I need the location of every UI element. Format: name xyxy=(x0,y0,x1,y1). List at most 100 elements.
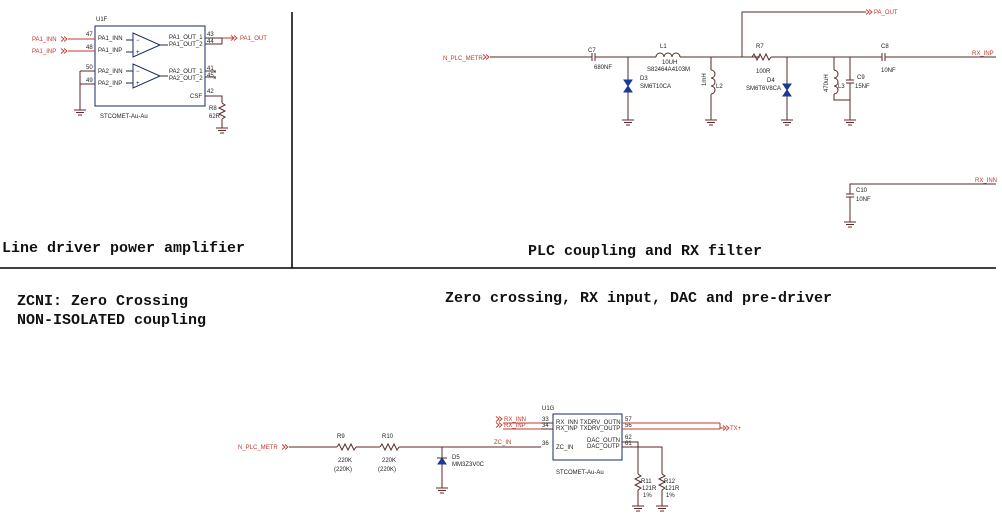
u1f-part: STCOMET-Au-Au xyxy=(100,114,148,120)
r11-ref: R11 xyxy=(641,479,652,485)
r12-tol: 1% xyxy=(666,493,675,499)
r7-resistor xyxy=(751,52,772,62)
u1g-pin-56: 56 xyxy=(625,423,632,429)
pin-num-50: 50 xyxy=(86,65,93,71)
l2-value: 1mH xyxy=(702,73,708,86)
net-rx-inn-2: RX_INN xyxy=(504,417,526,423)
r9-value: 220K xyxy=(338,458,352,464)
net-pa1-inp: PA1_INP xyxy=(32,49,56,55)
pin-num-49: 49 xyxy=(86,78,93,84)
d5-value: MM3Z3V0C xyxy=(452,462,485,468)
opamp-2-symbol xyxy=(132,63,162,89)
opamp-1-minus: − xyxy=(136,38,140,44)
u1g-pin-name-txdrv-outp: TXDRV_OUTP xyxy=(580,426,620,432)
nc-mark-2: × xyxy=(213,76,217,82)
pin-num-45: 45 xyxy=(207,73,214,79)
l1-value: 10UH xyxy=(662,60,677,66)
r10-ref: R10 xyxy=(382,434,394,440)
pin-num-47: 47 xyxy=(86,32,93,38)
d5-zener xyxy=(437,457,447,465)
d4-diode xyxy=(782,83,792,97)
pin-pa1-inp: PA1_INP xyxy=(98,48,122,54)
pin-csf: CSF xyxy=(190,94,202,100)
pin-pa2-inp: PA2_INP xyxy=(98,81,122,87)
r12-resistor xyxy=(657,473,667,491)
u1f-block: U1F STCOMET-Au-Au − + − + PA1_INN PA1_IN… xyxy=(32,17,267,134)
l2-inductor xyxy=(710,69,716,95)
u1g-pin-34: 34 xyxy=(542,423,549,429)
c7-value: 680NF xyxy=(594,65,612,71)
c9-value: 15NF xyxy=(855,84,870,90)
l1-part: S82464A4103M xyxy=(647,67,690,73)
net-pa-out: PA_OUT xyxy=(874,10,898,16)
pin-pa1-out2: PA1_OUT_2 xyxy=(169,42,203,48)
r12-ref: R12 xyxy=(664,479,676,485)
net-rx-inp-2: RX_INP xyxy=(504,423,526,429)
title-zcni: ZCNI: Zero Crossing xyxy=(17,293,188,310)
u1g-pin-57: 57 xyxy=(625,417,632,423)
opamp-2-minus: − xyxy=(136,69,140,75)
pin-num-48: 48 xyxy=(86,45,93,51)
d4-ref: D4 xyxy=(767,78,775,84)
d3-ref: D3 xyxy=(640,76,648,82)
r10-value: 220K xyxy=(382,458,396,464)
u1g-ref: U1G xyxy=(542,406,555,412)
pin-pa2-inn: PA2_INN xyxy=(98,69,123,75)
r9-value2: (220K) xyxy=(334,467,352,473)
u1g-pin-name-rx-inp: RX_INP xyxy=(556,426,578,432)
d4-value: SM6T6V8CA xyxy=(746,86,781,92)
pin-pa2-out1: PA2_OUT_1 xyxy=(169,69,203,75)
r9-ref: R9 xyxy=(337,434,345,440)
opamp-1-plus: + xyxy=(136,50,140,56)
net-rx-inn: RX_INN xyxy=(975,178,997,184)
c8-value: 10NF xyxy=(881,68,896,74)
r8-value: 62R xyxy=(209,114,221,120)
u1g-pin-61: 61 xyxy=(625,441,632,447)
u1g-part: STCOMET-Au-Au xyxy=(556,470,604,476)
d5-ref: D5 xyxy=(452,455,460,461)
title-line-driver: Line driver power amplifier xyxy=(2,240,245,257)
r11-value: 121R xyxy=(642,486,657,492)
d3-value: SM6T10CA xyxy=(640,84,671,90)
l2-ref: L2 xyxy=(716,84,723,90)
r7-ref: R7 xyxy=(756,44,764,50)
c9-ref: C9 xyxy=(857,75,865,81)
r9-resistor xyxy=(336,442,357,452)
pin-num-41: 41 xyxy=(207,66,214,72)
title-zcni-sub: NON-ISOLATED coupling xyxy=(17,312,206,329)
pin-num-42: 42 xyxy=(207,89,214,95)
r8-resistor xyxy=(217,102,227,120)
pin-pa2-out2: PA2_OUT_2 xyxy=(169,76,203,82)
u1g-pin-33: 33 xyxy=(542,417,549,423)
pin-num-44: 44 xyxy=(207,39,214,45)
title-zc-rx-dac: Zero crossing, RX input, DAC and pre-dri… xyxy=(445,290,832,307)
u1g-pin-62: 62 xyxy=(625,435,632,441)
opamp-2-plus: + xyxy=(136,81,140,87)
u1g-pin-name-dac-outn: DAC_OUTN xyxy=(587,438,620,444)
nc-mark-1: × xyxy=(213,70,217,76)
net-zc-in: ZC_IN xyxy=(494,440,511,446)
net-pa1-inn: PA1_INN xyxy=(32,37,57,43)
pin-num-43: 43 xyxy=(207,32,214,38)
u1g-pin-name-dac-outp: DAC_OUTP xyxy=(587,444,620,450)
title-plc-coupling: PLC coupling and RX filter xyxy=(528,243,762,260)
d3-diode xyxy=(623,79,633,93)
zero-crossing-block: N_PLC_METR R9 220K (220K) R10 220K (220K… xyxy=(238,406,742,512)
u1f-ref: U1F xyxy=(96,17,108,23)
u1g-pin-name-zc-in: ZC_IN xyxy=(556,445,573,451)
r8-ref: R8 xyxy=(209,106,217,112)
net-n-plc-metr: N_PLC_METR xyxy=(443,56,483,62)
u1g-pin-36: 36 xyxy=(542,441,549,447)
r10-resistor xyxy=(379,442,400,452)
l1-ref: L1 xyxy=(660,44,667,50)
net-pa1-out: PA1_OUT xyxy=(240,36,267,42)
l1-inductor xyxy=(655,52,681,58)
r12-value: 121R xyxy=(665,486,680,492)
pin-pa1-inn: PA1_INN xyxy=(98,36,123,42)
plc-coupling-block: N_PLC_METR C7 680NF D3 SM6T10CA L1 10UH … xyxy=(443,9,997,228)
pin-pa1-out1: PA1_OUT_1 xyxy=(169,35,203,41)
net-tx-plus: TX+ xyxy=(730,426,742,432)
r11-resistor xyxy=(633,473,643,491)
r11-tol: 1% xyxy=(643,493,652,499)
u1g-body xyxy=(552,413,623,461)
